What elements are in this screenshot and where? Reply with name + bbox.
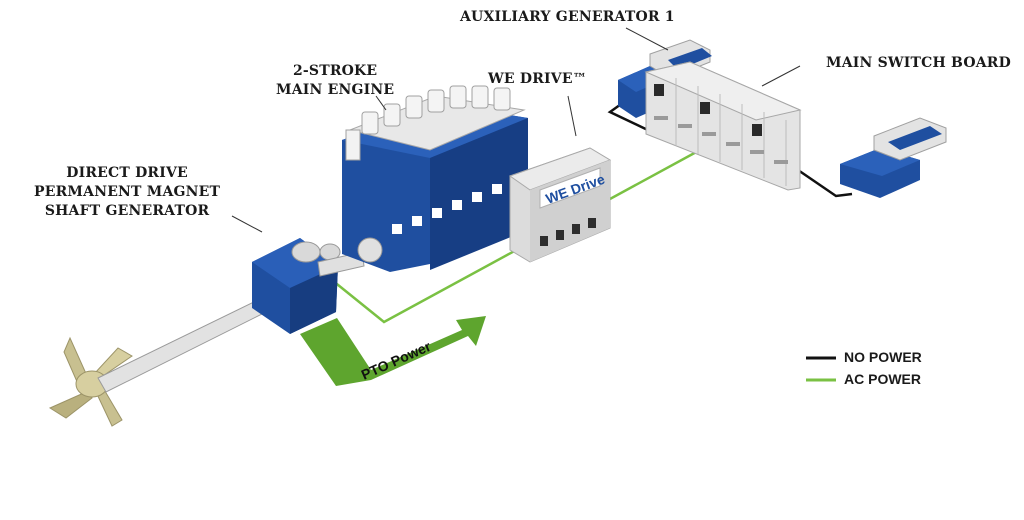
label-main-engine-line1: 2-STROKE (292, 63, 378, 79)
we-drive-cabinet: WE Drive (508, 147, 612, 263)
label-main-switch-board-text: MAIN SWITCH BOARD (826, 55, 1011, 71)
label-main-switch-board: MAIN SWITCH BOARD (826, 54, 1011, 73)
label-we-drive-text: WE DRIVE™ (488, 71, 587, 87)
legend-swatches (806, 356, 836, 382)
label-shaft-generator-line3: SHAFT GENERATOR (44, 203, 210, 219)
legend-no-power-label: NO POWER (844, 349, 922, 365)
label-shaft-generator: DIRECT DRIVE PERMANENT MAGNET SHAFT GENE… (34, 164, 220, 221)
leader-lines (231, 27, 801, 233)
label-auxiliary-generator-1-text: AUXILIARY GENERATOR 1 (460, 9, 675, 25)
main-engine (342, 85, 528, 272)
auxiliary-generator-2 (840, 117, 947, 198)
shaft-generator (252, 238, 365, 334)
pto-power-arrow: PTO Power (300, 316, 486, 386)
label-shaft-generator-line1: DIRECT DRIVE (66, 165, 188, 181)
label-auxiliary-generator-1: AUXILIARY GENERATOR 1 (460, 8, 675, 27)
legend-ac-power-label: AC POWER (844, 371, 921, 387)
propeller-icon (48, 336, 133, 427)
pto-power-arrow-label: PTO Power (359, 338, 434, 383)
propeller-shaft (97, 297, 271, 393)
label-shaft-generator-line2: PERMANENT MAGNET (34, 184, 221, 200)
main-switch-board (644, 61, 802, 191)
label-main-engine-line2: MAIN ENGINE (276, 82, 395, 98)
label-we-drive: WE DRIVE™ (488, 70, 587, 89)
label-main-engine: 2-STROKE MAIN ENGINE (276, 62, 394, 100)
